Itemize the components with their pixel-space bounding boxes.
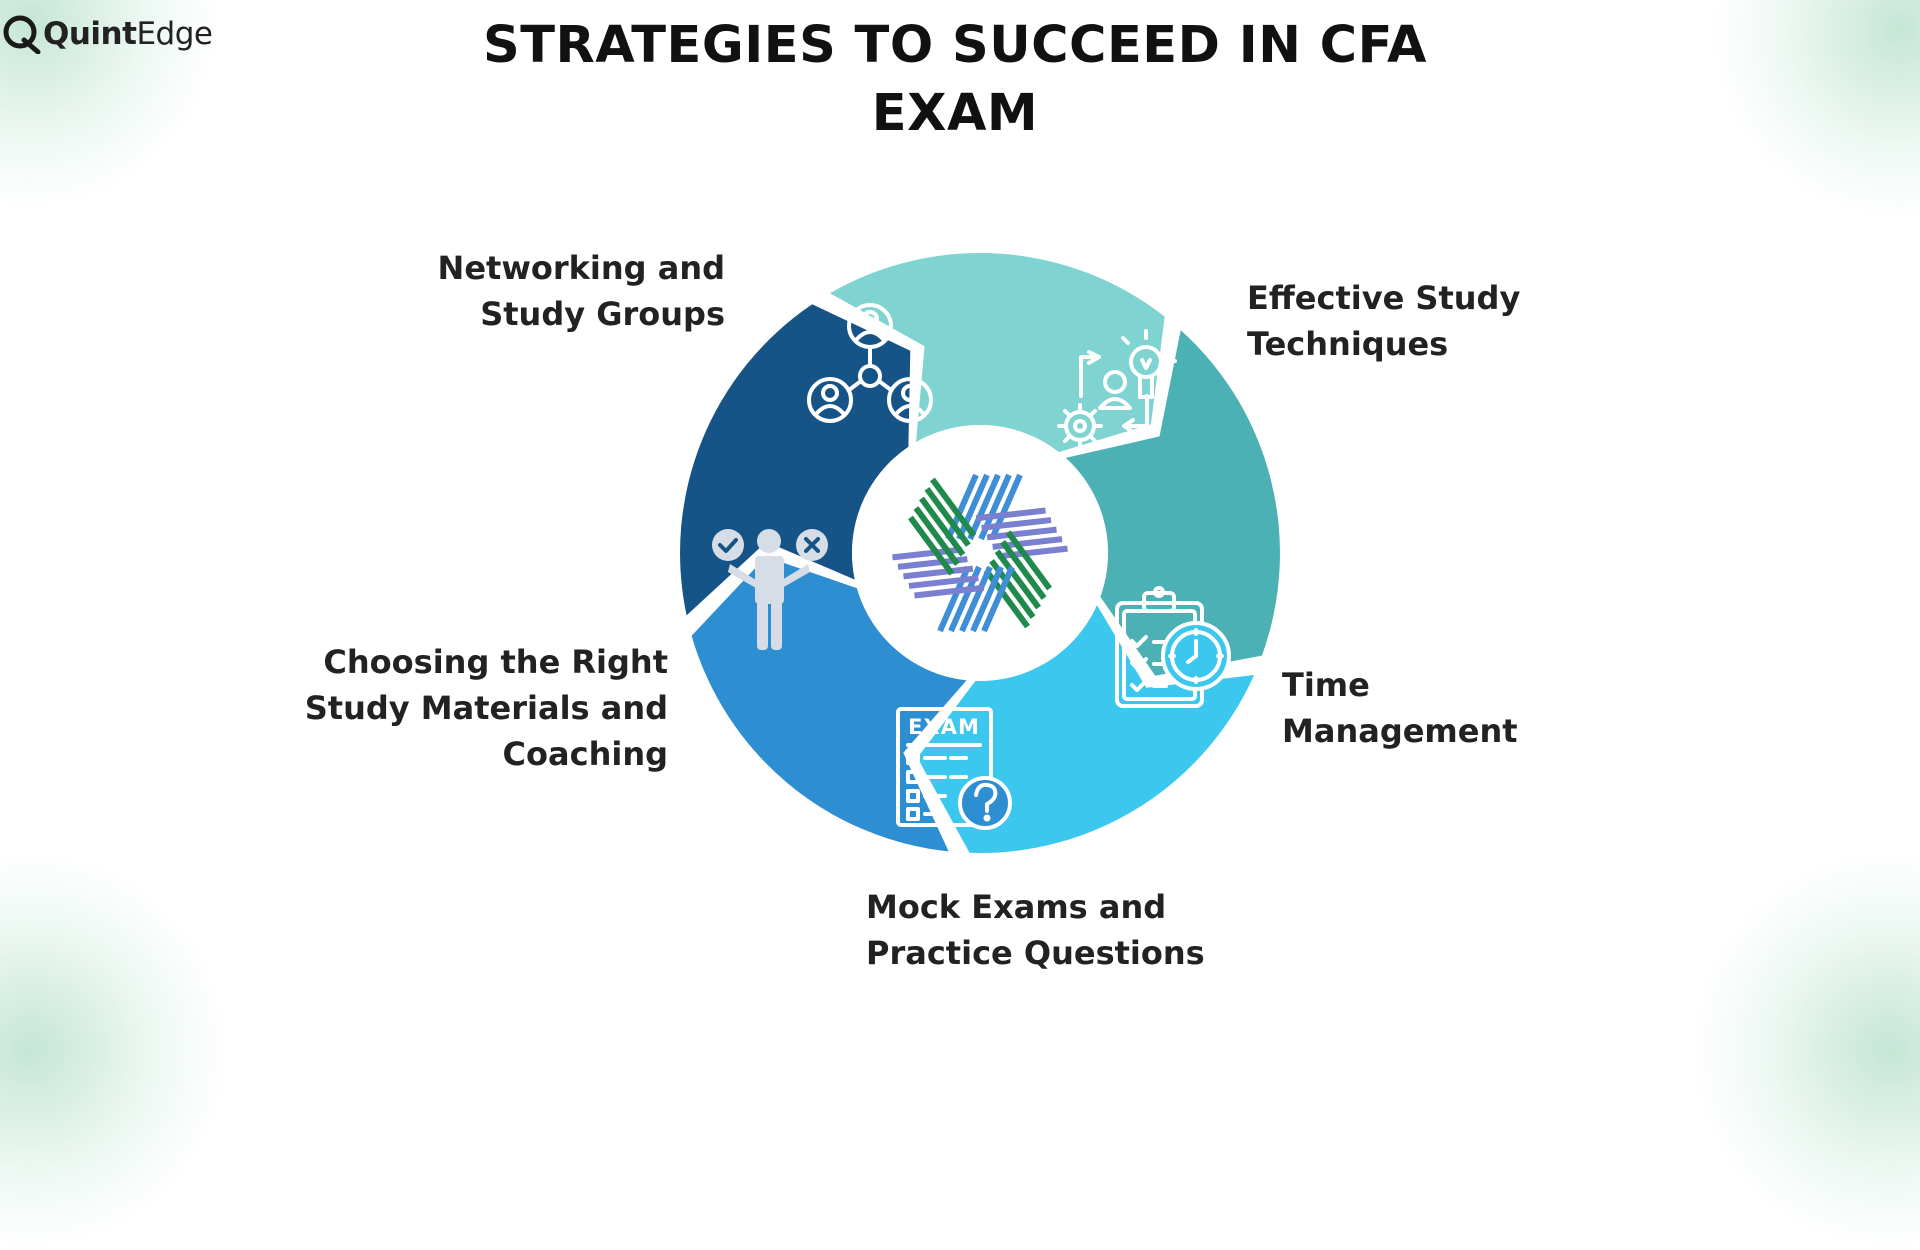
cfa-logo-stripe xyxy=(914,584,985,599)
person-choice-icon xyxy=(712,529,828,650)
page-title: STRATEGIES TO SUCCEED IN CFA EXAM xyxy=(460,12,1450,148)
label-mock-exams: Mock Exams and Practice Questions xyxy=(866,884,1286,976)
cfa-institute-logo-icon xyxy=(892,473,1068,633)
logo-text-bold: Quint xyxy=(43,16,137,52)
label-mock-line-1: Mock Exams and xyxy=(866,888,1167,926)
cfa-logo-stripe xyxy=(930,477,977,538)
cfa-logo-stripe xyxy=(919,496,966,557)
label-effective-line-2: Techniques xyxy=(1247,325,1449,363)
clipboard-clock-icon xyxy=(1115,586,1231,708)
segment-networking xyxy=(830,253,1165,453)
label-networking: Networking and Study Groups xyxy=(380,245,725,337)
cfa-logo-stripe xyxy=(1000,540,1047,600)
label-choose-line-1: Choosing the Right xyxy=(323,643,668,681)
strategy-cycle-diagram: EXAM xyxy=(680,253,1280,853)
label-time-line-2: Management xyxy=(1282,712,1518,750)
people-network-icon xyxy=(807,303,933,423)
cfa-logo-stripe xyxy=(975,507,1046,522)
cfa-logo-stripe xyxy=(913,506,960,566)
cfa-logo-blade xyxy=(908,477,977,576)
label-time-line-1: Time xyxy=(1282,666,1370,704)
title-line-1: STRATEGIES TO SUCCEED IN CFA xyxy=(482,16,1428,75)
label-effective-line-1: Effective Study xyxy=(1247,279,1521,317)
cfa-logo-stripe xyxy=(908,575,979,589)
label-mock-line-2: Practice Questions xyxy=(866,934,1205,972)
label-networking-line-1: Networking and xyxy=(437,249,725,287)
label-choose-line-2: Study Materials and xyxy=(304,689,668,727)
cfa-logo-stripe xyxy=(986,526,1057,541)
label-choose-line-3: Coaching xyxy=(502,735,668,773)
exam-icon-label: EXAM xyxy=(908,715,980,739)
cfa-logo-stripe xyxy=(994,549,1041,610)
cfa-logo-stripe xyxy=(956,473,990,541)
exam-question-icon: EXAM xyxy=(896,707,1012,830)
center-disc xyxy=(852,425,1108,681)
cfa-logo-stripe xyxy=(981,517,1052,531)
cfa-logo-stripe xyxy=(959,565,993,633)
cfa-logo-stripe xyxy=(903,565,974,580)
idea-process-icon xyxy=(1057,329,1177,449)
cfa-logo-stripe xyxy=(924,487,971,547)
label-time-management: Time Management xyxy=(1282,662,1612,754)
segment-effective xyxy=(1065,330,1280,676)
logo-text-light: Edge xyxy=(136,16,213,52)
cfa-logo-stripe xyxy=(908,515,955,576)
cfa-logo-blade xyxy=(937,565,1015,633)
label-choosing-materials: Choosing the Right Study Materials and C… xyxy=(270,639,668,777)
cfa-logo-stripe xyxy=(970,565,1004,633)
quintedge-logo: QuintEdge xyxy=(2,14,213,54)
label-effective-study: Effective Study Techniques xyxy=(1247,275,1607,367)
cfa-logo-stripe xyxy=(981,565,1015,633)
label-networking-line-2: Study Groups xyxy=(480,295,725,333)
cfa-logo-stripe xyxy=(1005,530,1052,591)
logo-q-icon xyxy=(3,15,41,54)
cfa-logo-stripe xyxy=(967,473,1001,541)
title-line-2: EXAM xyxy=(871,84,1039,143)
logo-text: QuintEdge xyxy=(43,14,213,54)
